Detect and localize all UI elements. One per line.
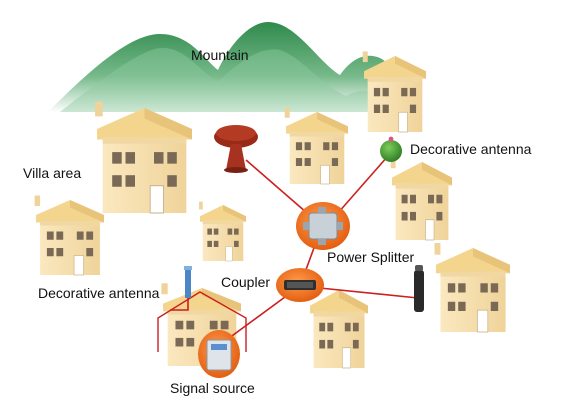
label-decorative-antenna-right: Decorative antenna [410, 141, 532, 157]
house-signal-source [157, 282, 247, 367]
cactus-antenna-icon [380, 136, 402, 162]
label-power-splitter: Power Splitter [327, 249, 414, 265]
house-bottom-center [308, 284, 369, 369]
mushroom-antenna-icon [214, 125, 258, 173]
house-right-lower [434, 242, 511, 333]
coupler-icon [276, 268, 324, 302]
house-right-upper [390, 156, 453, 241]
house-left-middle [34, 195, 105, 276]
label-signal-source: Signal source [170, 380, 255, 396]
tube-antenna-icon [414, 265, 424, 312]
stick-antenna-icon [184, 266, 192, 298]
house-villa-large [94, 101, 193, 214]
house-top-center [284, 107, 349, 185]
house-center-small [198, 201, 247, 262]
label-decorative-antenna-left: Decorative antenna [38, 285, 160, 301]
label-coupler: Coupler [221, 274, 270, 290]
label-mountain: Mountain [191, 47, 249, 63]
mountain-range [48, 22, 410, 113]
signal-source-icon [198, 330, 240, 378]
power-splitter-icon [296, 202, 350, 250]
label-villa-area: Villa area [23, 165, 81, 181]
